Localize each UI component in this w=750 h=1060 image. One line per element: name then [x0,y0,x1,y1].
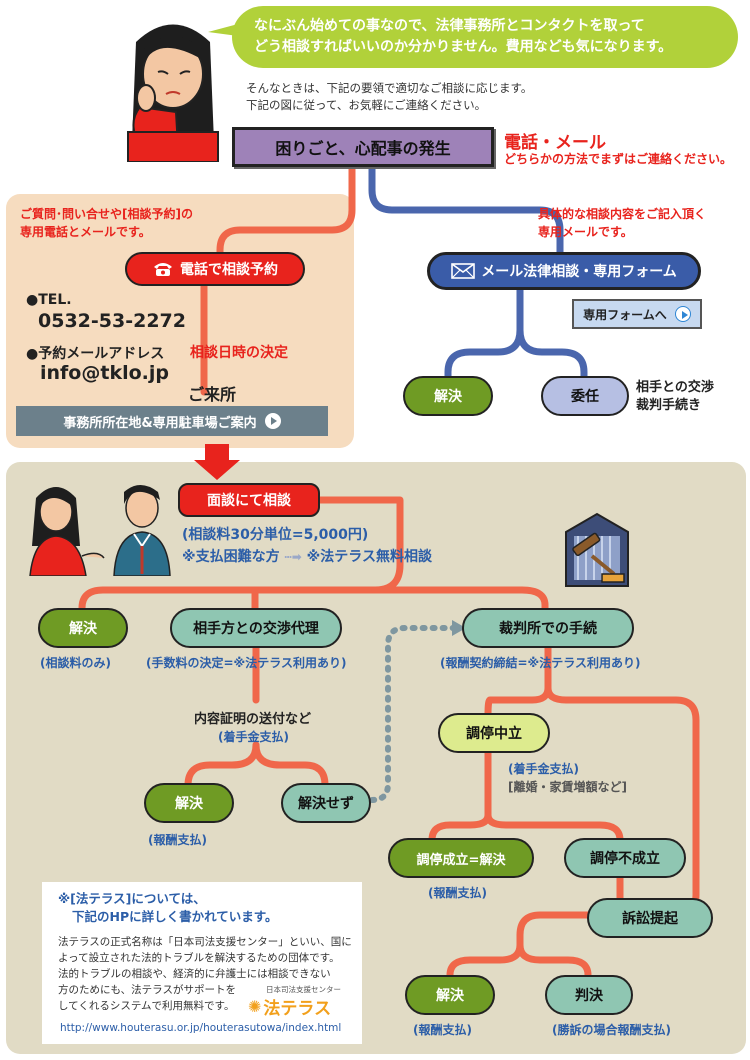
judgment-note: (勝訴の場合報酬支払) [552,1023,671,1037]
houterasu-logo-caption: 日本司法支援センター [266,985,341,994]
mediation-success-node: 調停成立=解決 [388,838,534,878]
houterasu-body-line-1: 法テラスの正式名称は「日本司法支援センター」といい、国に [58,936,352,948]
mail-heading: 具体的な相談内容をご記入頂く 専用メールです。 [538,205,706,241]
lawsuit-resolved-note: (報酬支払) [413,1023,472,1037]
houterasu-title-line-1: ※[法テラス]については、 [58,891,206,906]
houterasu-body: 法テラスの正式名称は「日本司法支援センター」といい、国に よって設立された法的ト… [58,934,352,1014]
envelope-icon [451,263,476,279]
decision-label: 相談日時の決定 [190,345,288,361]
entrust-node: 委任 [541,376,629,416]
tel-number[interactable]: 0532-53-2272 [38,310,186,332]
houterasu-logo: ✺ 法テラス [248,994,331,1019]
mediation-success-note: (報酬支払) [428,886,487,900]
speech-bubble: なにぶん始めての事なので、法律事務所とコンタクトを取って どう相談すればいいのか… [232,6,738,68]
entrust-note-line-2: 裁判手続き [636,398,702,413]
judgment-node: 判決 [545,975,633,1015]
court-building-icon [565,512,629,587]
contact-title: 電話・メール [504,133,606,153]
content-certification: 内容証明の送付など [194,712,312,727]
court-node: 裁判所での手続 [462,608,634,648]
consultation-people-illustration [29,485,171,576]
houterasu-body-line-5: してくれるシステムで利用無料です。 [58,1000,235,1012]
mail-consultation-label: メール法律相談・専用フォーム [481,264,677,280]
houterasu-body-line-3: 法的トラブルの相談や、経済的に弁護士には相談できない [58,968,331,980]
bubble-line-1: なにぶん始めての事なので、法律事務所とコンタクトを取って [254,18,645,34]
access-button[interactable]: 事務所所在地&専用駐車場ご案内 [16,406,328,436]
note-line-2: 下記の図に従って、お気軽にご連絡ください。 [246,98,487,112]
lawsuit-node: 訴訟提起 [587,898,713,938]
tel-label: ●TEL. [26,292,72,308]
entrust-note: 相手との交渉 裁判手続き [636,379,714,415]
houterasu-info-box: ※[法テラス]については、 下記のHPに詳しく書かれています。 法テラスの正式名… [42,882,362,1044]
note-line-1: そんなときは、下記の要領で適切なご相談に応じます。 [246,81,533,95]
consult-fee-houterasu: ※法テラス無料相談 [306,549,432,565]
access-button-label: 事務所所在地&専用駐車場ご案内 [63,415,257,431]
phone-heading-line-1: ご質問･問い合せや[相談予約]の [20,207,193,221]
bubble-tail [208,24,238,36]
mail-label: ●予約メールアドレス [26,346,165,362]
form-button-label: 専用フォームへ [583,307,667,322]
houterasu-url[interactable]: http://www.houterasu.or.jp/houterasutowa… [60,1022,342,1034]
telephone-icon [154,263,172,276]
bubble-line-2: どう相談すればいいのか分かりません。費用なども気になります。 [254,39,673,55]
trouble-box: 困りごと、心配事の発生 [232,127,494,167]
worried-woman-illustration [127,24,219,162]
houterasu-logo-text: 法テラス [263,999,332,1019]
play-arrow-icon [264,413,281,429]
lawsuit-resolved-node: 解決 [405,975,495,1015]
intro-note: そんなときは、下記の要領で適切なご相談に応じます。 下記の図に従って、お気軽にご… [246,80,532,114]
mediation-node: 調停中立 [438,713,550,753]
mediation-example: [離婚・家賃増額など] [508,780,627,794]
mediation-fee: (着手金支払) [508,762,579,776]
mediation-failure-node: 調停不成立 [564,838,686,878]
negotiate-node: 相手方との交渉代理 [170,608,342,648]
content-fee: (着手金支払) [218,730,289,744]
resolve-note: (相談料のみ) [40,656,111,670]
form-button[interactable]: 専用フォームへ [572,299,702,329]
houterasu-title: ※[法テラス]については、 下記のHPに詳しく書かれています。 [58,890,278,926]
court-note: (報酬契約締結=※法テラス利用あり) [440,656,641,670]
mail-resolve-node: 解決 [403,376,493,416]
mail-heading-line-2: 専用メールです。 [538,225,633,239]
mail-consultation-button[interactable]: メール法律相談・専用フォーム [427,252,701,290]
contact-subtitle: どちらかの方法でまずはご連絡ください。 [504,152,733,166]
consult-fee-difficult: ※支払困難な方 [182,549,280,565]
phone-panel [6,194,354,448]
phone-reservation-label: 電話で相談予約 [180,262,278,278]
phone-heading: ご質問･問い合せや[相談予約]の 専用電話とメールです。 [20,205,193,241]
mail-heading-line-1: 具体的な相談内容をご記入頂く [538,207,707,221]
consult-fee-line-1: (相談料30分単位=5,000円) [182,527,369,543]
mail-address[interactable]: info@tklo.jp [40,362,169,384]
phone-heading-line-2: 専用電話とメールです。 [20,225,151,239]
negotiation-resolved-note: (報酬支払) [148,833,207,847]
consult-fee: (相談料30分単位=5,000円) ※支払困難な方 ┅➡ ※法テラス無料相談 [182,524,432,568]
entrust-note-line-1: 相手との交渉 [636,380,714,395]
dotted-arrow-icon: ┅➡ [284,550,302,564]
sun-icon: ✺ [248,997,262,1016]
resolve-node: 解決 [38,608,128,648]
in-person-consult-button[interactable]: 面談にて相談 [178,483,320,517]
visit-label: ご来所 [188,385,237,404]
play-arrow-icon [674,306,691,322]
houterasu-body-line-4: 方のためにも、法テラスがサポートを [58,984,236,996]
negotiation-resolved-node: 解決 [144,783,234,823]
unresolved-node: 解決せず [281,783,371,823]
phone-reservation-button[interactable]: 電話で相談予約 [125,252,305,286]
negotiate-note: (手数料の決定=※法テラス利用あり) [146,656,347,670]
houterasu-body-line-2: よって設立された法的トラブルを解決するための団体です。 [58,952,340,964]
houterasu-title-line-2: 下記のHPに詳しく書かれています。 [72,909,278,924]
